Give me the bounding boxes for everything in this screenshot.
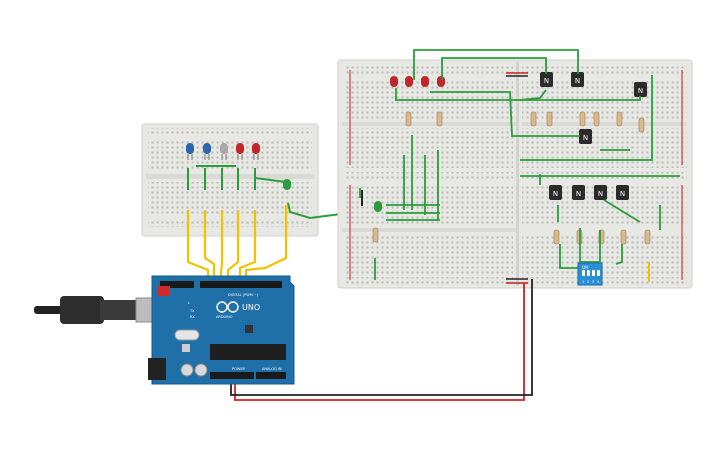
- svg-text:N: N: [553, 190, 558, 198]
- power-wire-red: [234, 283, 525, 401]
- arduino-uno[interactable]: UNO ARDUINO DIGITAL (PWM ~) L TX RX POWE…: [34, 275, 295, 385]
- svg-text:RX: RX: [190, 315, 195, 319]
- transistor-4: N: [579, 129, 592, 144]
- arduino-logo-text: ARDUINO: [216, 315, 233, 319]
- svg-text:N: N: [638, 87, 643, 95]
- svg-text:4: 4: [597, 280, 600, 284]
- transistor-1: N: [540, 72, 553, 87]
- led-green-small: [283, 179, 291, 190]
- big-board-leds: [374, 76, 445, 212]
- transistor-6: N: [572, 185, 585, 200]
- svg-text:L: L: [188, 301, 190, 305]
- svg-text:ON: ON: [582, 265, 588, 270]
- transistors: N N N N N N N N: [540, 72, 647, 200]
- analog-label: ANALOG IN: [262, 367, 282, 371]
- svg-text:TX: TX: [189, 309, 195, 313]
- svg-text:N: N: [620, 190, 625, 198]
- power-label: POWER: [232, 367, 246, 371]
- transistor-2: N: [571, 72, 584, 87]
- svg-text:2: 2: [587, 280, 589, 284]
- power-wire-black: [230, 279, 533, 396]
- digital-header-label: DIGITAL (PWM ~): [228, 293, 259, 297]
- transistor-3: N: [634, 82, 647, 97]
- usb-cable: [34, 296, 171, 324]
- svg-text:N: N: [544, 77, 549, 85]
- svg-text:N: N: [583, 134, 588, 142]
- svg-text:3: 3: [592, 280, 594, 284]
- led-blue-2: [203, 143, 211, 160]
- microcontroller-chip: [210, 344, 286, 360]
- transistor-8: N: [616, 185, 629, 200]
- small-breadboard[interactable]: [141, 123, 319, 237]
- led-red-2: [252, 143, 260, 160]
- big-board-green-wires: [359, 49, 680, 280]
- led-red-1: [236, 143, 244, 160]
- svg-text:1: 1: [582, 280, 584, 284]
- arduino-brand: UNO: [242, 303, 260, 312]
- led-white: [220, 143, 228, 160]
- svg-text:N: N: [575, 77, 580, 85]
- svg-text:N: N: [576, 190, 581, 198]
- small-board-green-wires: [187, 165, 287, 190]
- small-board-leds: [186, 143, 291, 190]
- led-green-big: [374, 201, 382, 212]
- transistor-5: N: [549, 185, 562, 200]
- transistor-7: N: [594, 185, 607, 200]
- svg-text:N: N: [598, 190, 603, 198]
- arduino-logo-icon: [216, 301, 239, 313]
- dip-switch[interactable]: ON 1 2 3 4: [577, 262, 603, 286]
- led-blue-1: [186, 143, 194, 160]
